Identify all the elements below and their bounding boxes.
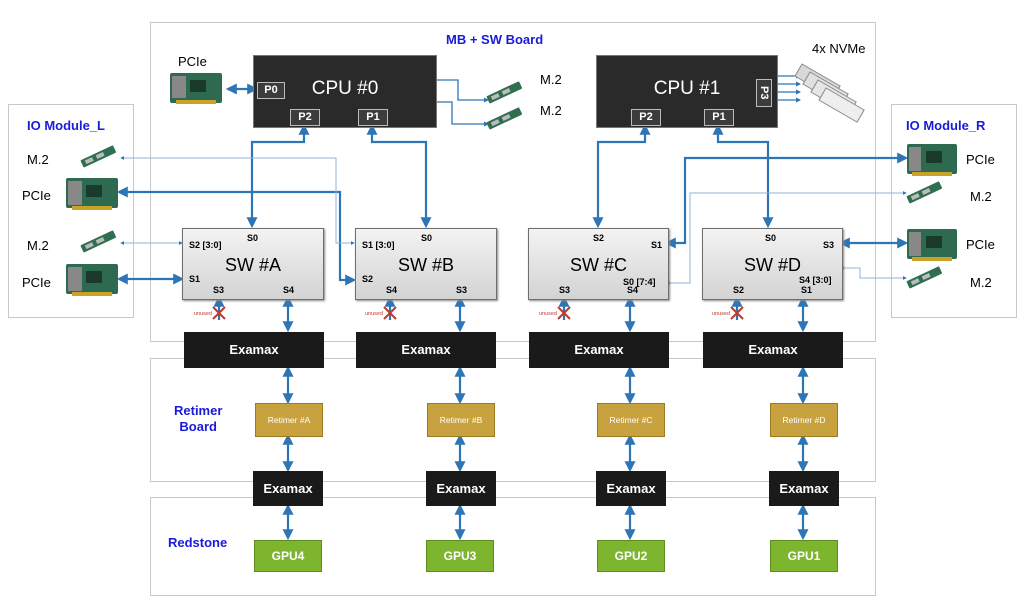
retimer-board-title-line1: Retimer [174, 403, 223, 418]
switch-a-label: SW #A [224, 255, 281, 275]
cpu-1-port-p3: P3 [756, 79, 772, 107]
switch-d-port: S2 [733, 285, 745, 295]
pcie-label: PCIe [22, 188, 51, 203]
nvme-label: 4x NVMe [812, 41, 866, 56]
switch-b-port: S2 [362, 274, 374, 284]
switch-a-port: S4 [283, 285, 295, 295]
examax-connector: Examax [769, 471, 839, 506]
pcie-card-icon [907, 144, 957, 176]
switch-a: SW #A S0 S2 [3:0] S1 S3 S4 [182, 228, 324, 300]
switch-d: SW #D S0 S3 S4 [3:0] S2 S1 [702, 228, 843, 300]
cpu-1: CPU #1 [596, 55, 778, 128]
m2-label: M.2 [27, 238, 49, 253]
unused-label: unused [194, 311, 213, 317]
examax-connector: Examax [184, 332, 324, 368]
switch-a-port: S3 [213, 285, 225, 295]
switch-d-port: S0 [765, 233, 777, 243]
switch-d-port: S4 [3:0] [799, 275, 832, 285]
switch-b-label: SW #B [397, 255, 454, 275]
cpu-0-port-p2: P2 [290, 109, 320, 126]
io-module-left-title: IO Module_L [27, 118, 105, 133]
cpu-0-port-p1: P1 [358, 109, 388, 126]
m2-label: M.2 [970, 189, 992, 204]
switch-b-port: S1 [3:0] [362, 240, 395, 250]
redstone-title: Redstone [168, 535, 228, 550]
retimer-board-title-line2: Board [179, 419, 217, 434]
pcie-label: PCIe [966, 152, 995, 167]
switch-c-port: S1 [651, 240, 663, 250]
m2-ssd-icon [80, 81, 942, 289]
switch-b-port: S4 [386, 285, 398, 295]
pcie-card-icon [66, 264, 118, 296]
cpu-0-port-p0: P0 [257, 82, 285, 99]
pcie-label: PCIe [966, 237, 995, 252]
pcie-label: PCIe [22, 275, 51, 290]
switch-d-label: SW #D [743, 255, 801, 275]
gpu-3: GPU3 [426, 540, 494, 572]
retimer-c: Retimer #C [597, 403, 665, 437]
mb-sw-board-title: MB + SW Board [446, 32, 544, 47]
m2-label: M.2 [27, 152, 49, 167]
unused-label: unused [539, 311, 558, 317]
io-module-right-title: IO Module_R [906, 118, 986, 133]
switch-a-port: S1 [189, 274, 201, 284]
examax-connector: Examax [253, 471, 323, 506]
examax-connector: Examax [596, 471, 666, 506]
examax-connector: Examax [529, 332, 669, 368]
switch-d-port: S1 [801, 285, 813, 295]
m2-label: M.2 [970, 275, 992, 290]
switch-a-port: S2 [3:0] [189, 240, 222, 250]
switch-d-port: S3 [823, 240, 835, 250]
cpu-0: CPU #0 [253, 55, 437, 128]
switch-c-port: S0 [7:4] [623, 277, 656, 287]
unused-label: unused [365, 311, 384, 317]
pcie-card-icon [907, 229, 957, 261]
pcie-card-icon [170, 73, 222, 104]
switch-c-port: S2 [593, 233, 605, 243]
examax-connector: Examax [426, 471, 496, 506]
switch-c-port: S4 [627, 285, 639, 295]
cpu-1-port-p2: P2 [631, 109, 661, 126]
switch-b: SW #B S0 S1 [3:0] S2 S4 S3 [355, 228, 497, 300]
examax-connector: Examax [703, 332, 843, 368]
switch-c-label: SW #C [569, 255, 627, 275]
cpu-1-port-p1: P1 [704, 109, 734, 126]
gpu-4: GPU4 [254, 540, 322, 572]
gpu-1: GPU1 [770, 540, 838, 572]
pcie-label: PCIe [178, 54, 207, 69]
m2-label: M.2 [540, 72, 562, 87]
retimer-d: Retimer #D [770, 403, 838, 437]
retimer-b: Retimer #B [427, 403, 495, 437]
gpu-2: GPU2 [597, 540, 665, 572]
switch-c-port: S3 [559, 285, 571, 295]
examax-connector: Examax [356, 332, 496, 368]
pcie-card-icon [66, 178, 118, 210]
nvme-drives-icon [794, 63, 865, 123]
switch-b-port: S0 [421, 233, 433, 243]
cpu-1-label: CPU #1 [653, 78, 721, 99]
switch-a-port: S0 [247, 233, 259, 243]
switch-b-port: S3 [456, 285, 468, 295]
retimer-a: Retimer #A [255, 403, 323, 437]
unused-label: unused [712, 311, 731, 317]
m2-label: M.2 [540, 103, 562, 118]
cpu-0-label: CPU #0 [311, 78, 379, 99]
retimer-board-title: Retimer Board [174, 403, 222, 435]
switch-c: SW #C S2 S1 S0 [7:4] S3 S4 [528, 228, 669, 300]
